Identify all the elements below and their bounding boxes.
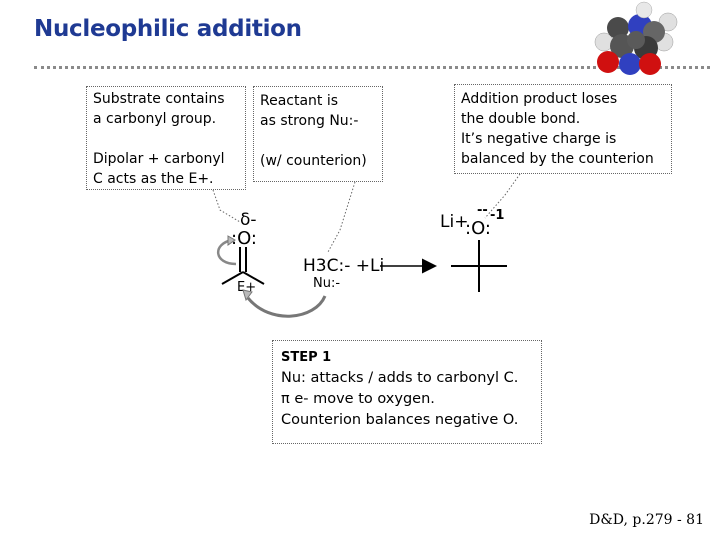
delta-minus-label: δ- bbox=[240, 210, 257, 230]
callout-line: balanced by the counterion bbox=[461, 151, 654, 167]
step-title: STEP 1 bbox=[281, 350, 332, 365]
product-lithium: Li+ bbox=[440, 212, 469, 232]
callout-line: It’s negative charge is bbox=[461, 131, 617, 147]
callout-line: Dipolar + carbonyl bbox=[93, 151, 225, 167]
carbonyl-left-bond bbox=[221, 271, 244, 285]
callout-pointer-product bbox=[484, 173, 521, 219]
carbonyl-oxygen: :O: bbox=[231, 228, 257, 249]
callout-line: C acts as the E+. bbox=[93, 171, 214, 187]
step-line: Counterion balances negative O. bbox=[281, 412, 519, 428]
product-oxygen: :O: bbox=[465, 218, 491, 239]
callout-line: Substrate contains bbox=[93, 91, 225, 107]
callout-line: as strong Nu:- bbox=[260, 113, 359, 129]
step-line: Nu: attacks / adds to carbonyl C. bbox=[281, 370, 519, 386]
footer-citation: D&D, p.279 - 81 bbox=[589, 512, 704, 528]
title-divider bbox=[34, 66, 710, 69]
callout-substrate: Substrate contains a carbonyl group. Dip… bbox=[86, 86, 246, 190]
carbonyl-right-bond bbox=[242, 271, 265, 285]
callout-reactant: Reactant is as strong Nu:- (w/ counterio… bbox=[253, 86, 383, 182]
product-charge: -1 bbox=[490, 208, 505, 223]
electrophile-label: E+ bbox=[237, 280, 257, 295]
step-box: STEP 1 Nu: attacks / adds to carbonyl C.… bbox=[272, 340, 542, 444]
nucleophile-attack-arrow bbox=[246, 295, 327, 318]
pi-electron-arrow bbox=[217, 238, 237, 266]
callout-pointer-reactant bbox=[327, 181, 356, 253]
callout-line: (w/ counterion) bbox=[260, 153, 367, 169]
nucleophile-label: H3C:- +Li bbox=[303, 256, 385, 276]
callout-line: the double bond. bbox=[461, 111, 581, 127]
callout-line: a carbonyl group. bbox=[93, 111, 217, 127]
step-line: π e- move to oxygen. bbox=[281, 391, 435, 407]
slide-title: Nucleophilic addition bbox=[34, 16, 302, 42]
product-lone-pair: -- bbox=[477, 203, 488, 218]
callout-pointer-substrate bbox=[212, 189, 241, 223]
nu-label: Nu:- bbox=[313, 276, 341, 291]
callout-line: Addition product loses bbox=[461, 91, 618, 107]
space-filling-molecule-icon bbox=[594, 1, 678, 75]
callout-product: Addition product loses the double bond. … bbox=[454, 84, 672, 174]
callout-line: Reactant is bbox=[260, 93, 339, 109]
